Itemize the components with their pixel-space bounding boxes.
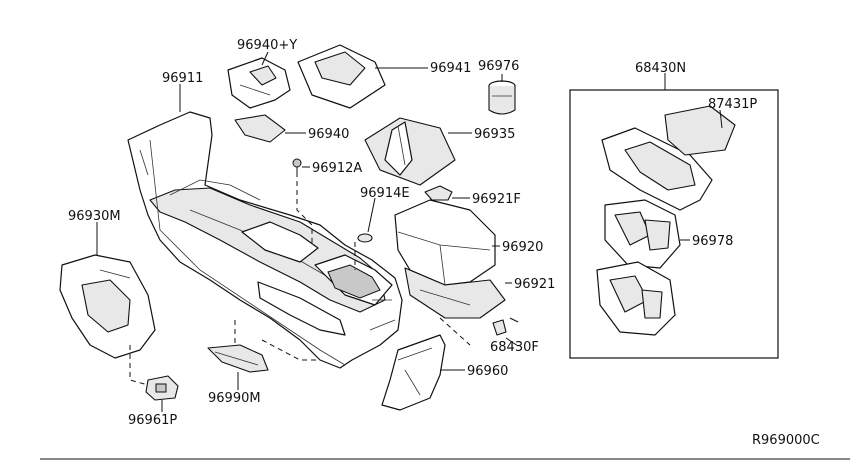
shift-boot: [364, 117, 456, 186]
label-96930m: 96930M: [68, 209, 121, 224]
label-96914e: 96914E: [360, 186, 410, 201]
leader-lines: [96, 51, 723, 412]
part-labels: 96940+Y 96941 96976 68430N 96911 87431P …: [68, 38, 820, 448]
inset-lid: [664, 105, 736, 156]
armrest-lid: [394, 199, 496, 286]
label-96941: 96941: [430, 61, 471, 76]
label-96921: 96921: [514, 277, 555, 292]
label-96976: 96976: [478, 59, 519, 74]
label-96912a: 96912A: [312, 161, 362, 176]
label-96920: 96920: [502, 240, 543, 255]
side-finisher: [59, 254, 156, 359]
finisher-plate: [234, 114, 286, 143]
clip-96912a: [292, 158, 302, 172]
bracket-96990m: [207, 344, 269, 373]
label-96940: 96940: [308, 127, 349, 142]
inset-tray: [601, 127, 713, 211]
shift-indicator: [227, 57, 291, 109]
reference-code: R969000C: [752, 433, 820, 448]
center-console-body: [127, 111, 403, 369]
label-96978: 96978: [692, 234, 733, 249]
label-68430f: 68430F: [490, 340, 539, 355]
console-cover: [297, 44, 386, 109]
inset-box: [569, 89, 779, 359]
rear-trim-panel: [381, 334, 446, 411]
label-96940y: 96940+Y: [237, 38, 297, 53]
label-96960: 96960: [467, 364, 508, 379]
label-96961p: 96961P: [128, 413, 177, 428]
bracket-96921f: [424, 185, 453, 201]
bracket-96961p: [145, 375, 179, 401]
inset-cupholder-upper: [604, 199, 681, 269]
clip-96914e: [357, 233, 373, 243]
label-68430n: 68430N: [635, 61, 686, 76]
inset-cupholder-lower: [596, 261, 676, 336]
label-96990m: 96990M: [208, 391, 261, 406]
screw-68430f: [492, 317, 519, 336]
label-96935: 96935: [474, 127, 515, 142]
label-96911: 96911: [162, 71, 203, 86]
cup-holder-sleeve: [488, 80, 516, 115]
dashed-guides: [129, 172, 471, 386]
label-87431p: 87431P: [708, 97, 757, 112]
label-96921f: 96921F: [472, 192, 521, 207]
armrest-base: [404, 267, 506, 319]
